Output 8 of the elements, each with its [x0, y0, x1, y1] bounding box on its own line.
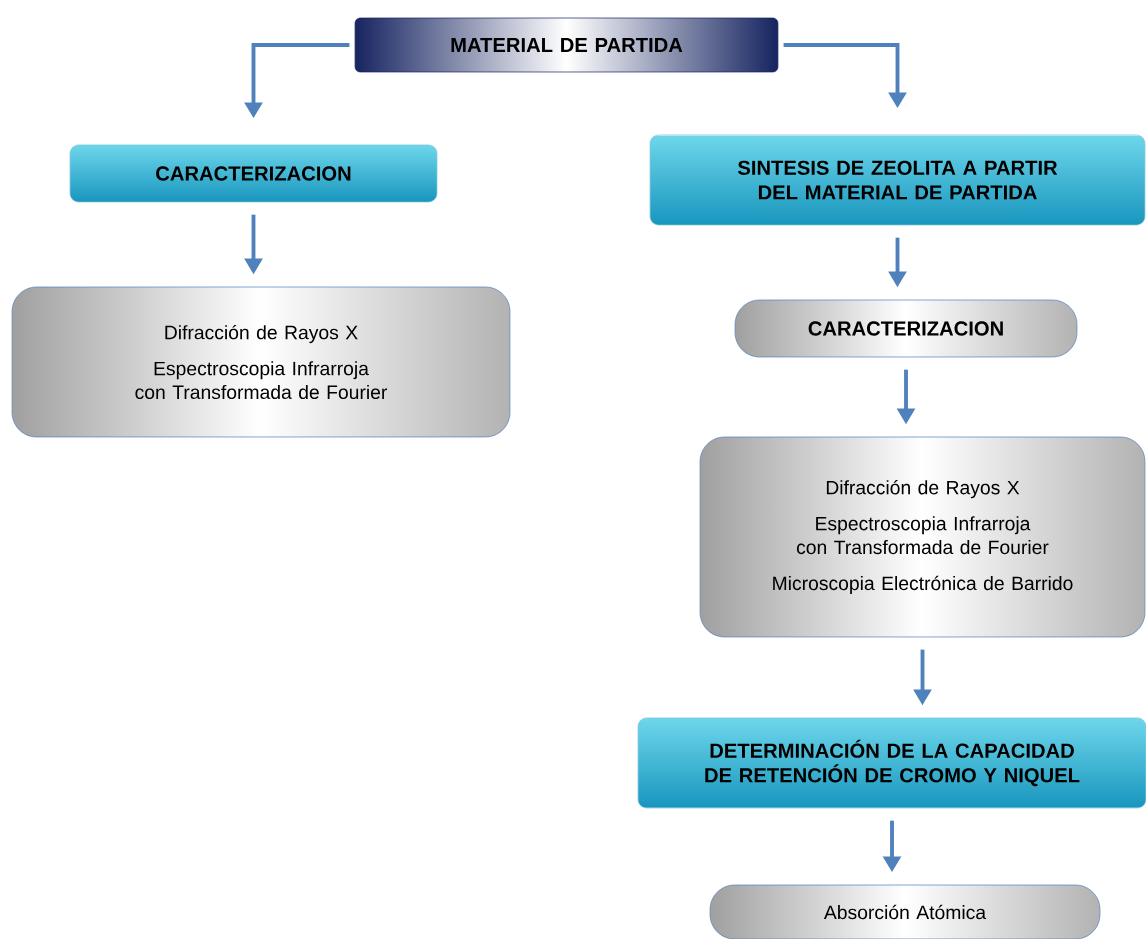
process-box: CARACTERIZACION [69, 144, 438, 203]
process-box: DETERMINACIÓN DE LA CAPACIDAD DE RETENCIÓN DE CROMO Y NIQUEL [637, 717, 1146, 809]
process-box: SINTESIS DE ZEOLITA A PARTIR DEL MATERIAL DE PARTIDA [649, 134, 1146, 226]
method-box: Difracción de Rayos X Espectroscopia Infrarroja con Transformada de Fourier [11, 286, 511, 438]
method-box: Absorción Atómica [709, 884, 1101, 939]
title-box: MATERIAL DE PARTIDA [354, 17, 779, 73]
method-box: Difracción de Rayos X Espectroscopia Infrarroja con Transformada de Fourier Microscopia Electrónica de Barrido [699, 436, 1146, 638]
method-box: CARACTERIZACION [734, 299, 1078, 358]
